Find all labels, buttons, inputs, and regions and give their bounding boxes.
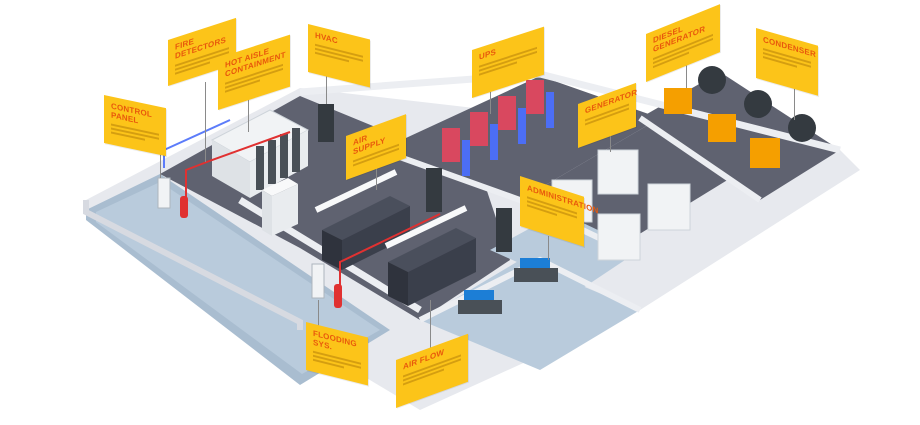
stem-hvac	[326, 70, 327, 104]
stem-hot-aisle	[248, 92, 249, 132]
diesel-generators	[664, 88, 780, 168]
wall-front-left	[83, 200, 303, 330]
admin-desks	[458, 258, 558, 314]
hot-aisle-containment	[210, 109, 310, 198]
hvac-units	[318, 104, 512, 252]
fire-extinguisher-2	[334, 284, 342, 308]
wall-gen	[638, 115, 762, 203]
fire-pipe-red	[185, 131, 291, 200]
stem-fire-detectors	[205, 82, 206, 162]
stem-condenser	[794, 80, 795, 120]
white-rack	[262, 178, 298, 236]
stem-diesel	[686, 56, 687, 88]
stem-administration	[548, 236, 549, 260]
fire-extinguisher-1	[180, 196, 188, 218]
control-room-floor	[490, 212, 640, 290]
control-panel-cabinet	[157, 177, 171, 209]
air-ducts	[314, 169, 468, 249]
flooding-panel-cabinet	[311, 263, 325, 299]
stem-ups	[490, 86, 491, 114]
server-rack-row-2	[388, 228, 476, 306]
flood-pipe-red	[339, 213, 441, 290]
server-rack-row-1	[322, 196, 410, 270]
condensers	[698, 66, 816, 142]
ups-units	[442, 80, 554, 176]
admin-room-floor	[420, 260, 640, 370]
stem-air-supply	[376, 160, 377, 190]
stem-air-flow	[430, 300, 431, 350]
stem-flooding	[318, 300, 319, 326]
